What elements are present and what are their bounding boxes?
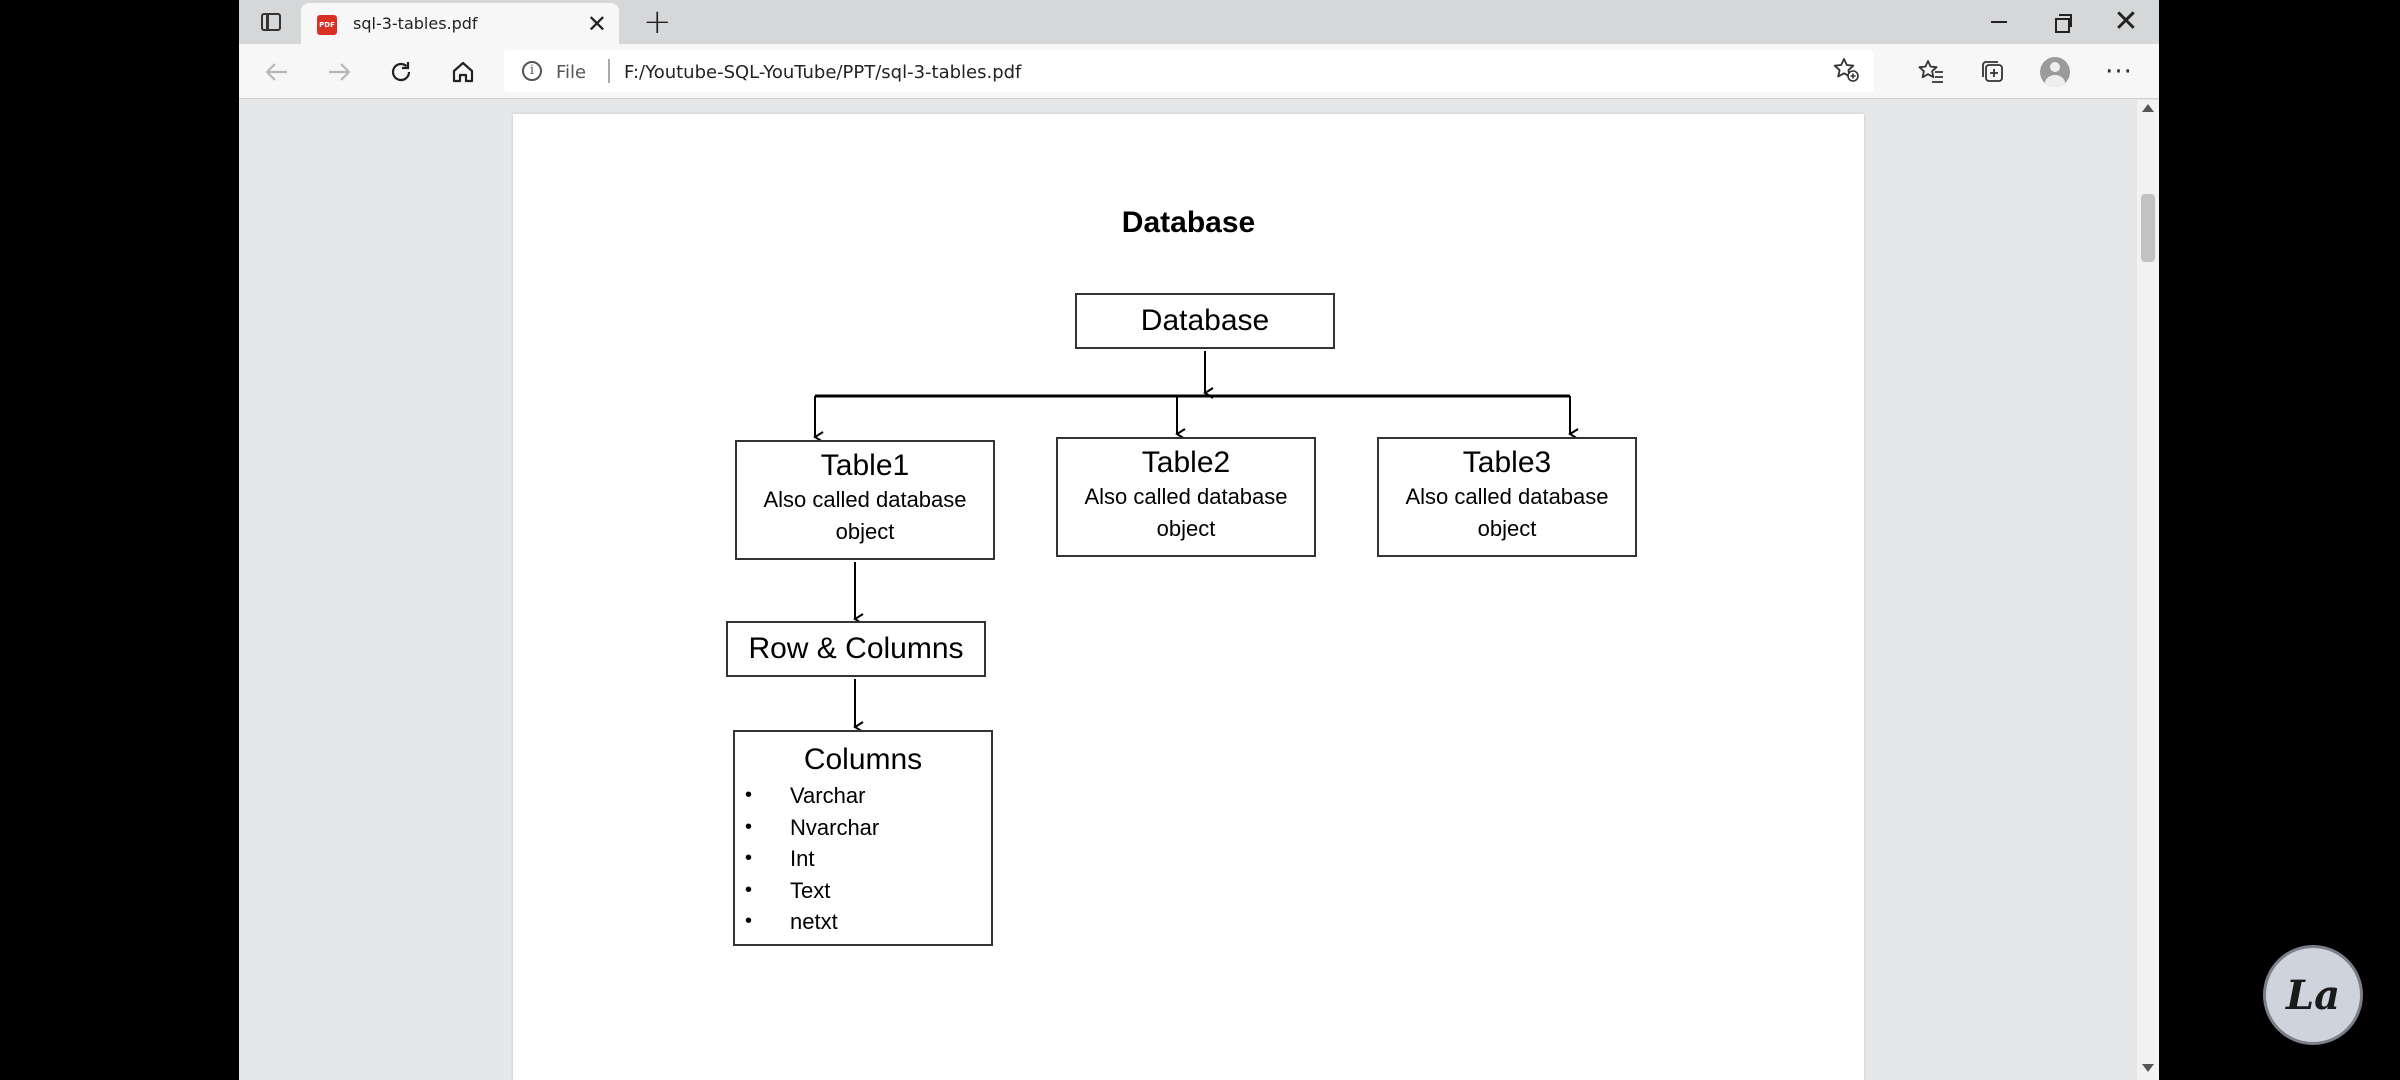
minimize-button[interactable] (1979, 6, 2019, 38)
scroll-up-arrow-icon[interactable] (2142, 104, 2154, 112)
tab-strip: PDF sql-3-tables.pdf ✕ + ✕ (239, 0, 2159, 44)
pdf-icon: PDF (317, 15, 337, 35)
diagram-connectors (813, 351, 1579, 733)
address-divider (608, 59, 610, 83)
watermark-logo-icon: La (2285, 972, 2340, 1019)
node-table-desc: Also called database (1084, 484, 1288, 509)
node-table-desc: object (1156, 516, 1216, 541)
browser-window: PDF sql-3-tables.pdf ✕ + ✕ i (239, 0, 2159, 1080)
info-icon[interactable]: i (522, 61, 542, 81)
new-tab-button[interactable]: + (643, 2, 672, 42)
back-arrow-icon (265, 63, 287, 81)
diagram-node-row-columns: Row & Columns (726, 621, 986, 677)
node-columns-label: Columns (803, 743, 923, 776)
node-table-desc: object (835, 519, 895, 544)
navigation-toolbar: i File F:/Youtube-SQL-YouTube/PPT/sql-3-… (239, 44, 2159, 99)
address-bar[interactable]: i File F:/Youtube-SQL-YouTube/PPT/sql-3-… (504, 50, 1874, 92)
forward-button[interactable] (321, 54, 357, 90)
watermark-text: La (2285, 972, 2340, 1019)
node-table-name: Table3 (1462, 446, 1552, 479)
profile-avatar-icon[interactable] (2037, 54, 2073, 90)
refresh-icon (391, 62, 411, 82)
collections-icon[interactable] (1975, 54, 2011, 90)
diagram-node-table1: Table1 Also called database object (735, 440, 995, 560)
address-url[interactable]: F:/Youtube-SQL-YouTube/PPT/sql-3-tables.… (624, 62, 1022, 83)
node-table-desc: Also called database (1405, 484, 1609, 509)
diagram-node-table3: Table3 Also called database object (1377, 437, 1637, 557)
address-scheme: File (556, 62, 587, 83)
restore-icon (2055, 14, 2072, 33)
node-row-columns-label: Row & Columns (748, 632, 964, 665)
pdf-page: Database Database (513, 114, 1864, 1080)
add-favorite-icon[interactable] (1832, 56, 1860, 91)
minimize-icon (1991, 21, 2007, 23)
diagram-node-table2: Table2 Also called database object (1056, 437, 1316, 557)
more-menu-icon[interactable]: ··· (2105, 57, 2133, 87)
home-button[interactable] (445, 54, 481, 90)
list-item: Text (735, 875, 991, 907)
forward-arrow-icon (329, 63, 351, 81)
page-title: Database (1121, 206, 1256, 239)
tab-close-icon[interactable]: ✕ (586, 10, 607, 38)
node-table-name: Table1 (820, 449, 910, 482)
back-button[interactable] (259, 54, 295, 90)
node-table-desc: object (1477, 516, 1537, 541)
diagram-node-database: Database (1075, 293, 1335, 349)
node-database-label: Database (1140, 304, 1270, 337)
list-item: Varchar (735, 780, 991, 812)
window-close-button[interactable]: ✕ (2113, 4, 2139, 39)
tab-actions-icon[interactable] (257, 8, 285, 36)
channel-watermark-logo: La (2263, 945, 2363, 1045)
list-item: Nvarchar (735, 812, 991, 844)
column-type-list: Varchar Nvarchar Int Text netxt (735, 780, 991, 938)
tab-sql-3-tables[interactable]: PDF sql-3-tables.pdf ✕ (301, 3, 619, 44)
list-item: netxt (735, 906, 991, 938)
tab-title: sql-3-tables.pdf (353, 14, 478, 33)
diagram-node-columns: Columns Varchar Nvarchar Int Text netxt (733, 730, 993, 946)
refresh-button[interactable] (383, 54, 419, 90)
list-item: Int (735, 843, 991, 875)
restore-button[interactable] (2043, 6, 2083, 38)
vertical-scrollbar[interactable] (2137, 100, 2159, 1080)
favorites-icon[interactable] (1913, 54, 1949, 90)
node-table-name: Table2 (1141, 446, 1231, 479)
pdf-viewer: Database Database (239, 100, 2159, 1080)
scrollbar-thumb[interactable] (2141, 194, 2155, 262)
node-table-desc: Also called database (763, 487, 967, 512)
scroll-down-arrow-icon[interactable] (2142, 1064, 2154, 1072)
home-icon (452, 61, 474, 83)
